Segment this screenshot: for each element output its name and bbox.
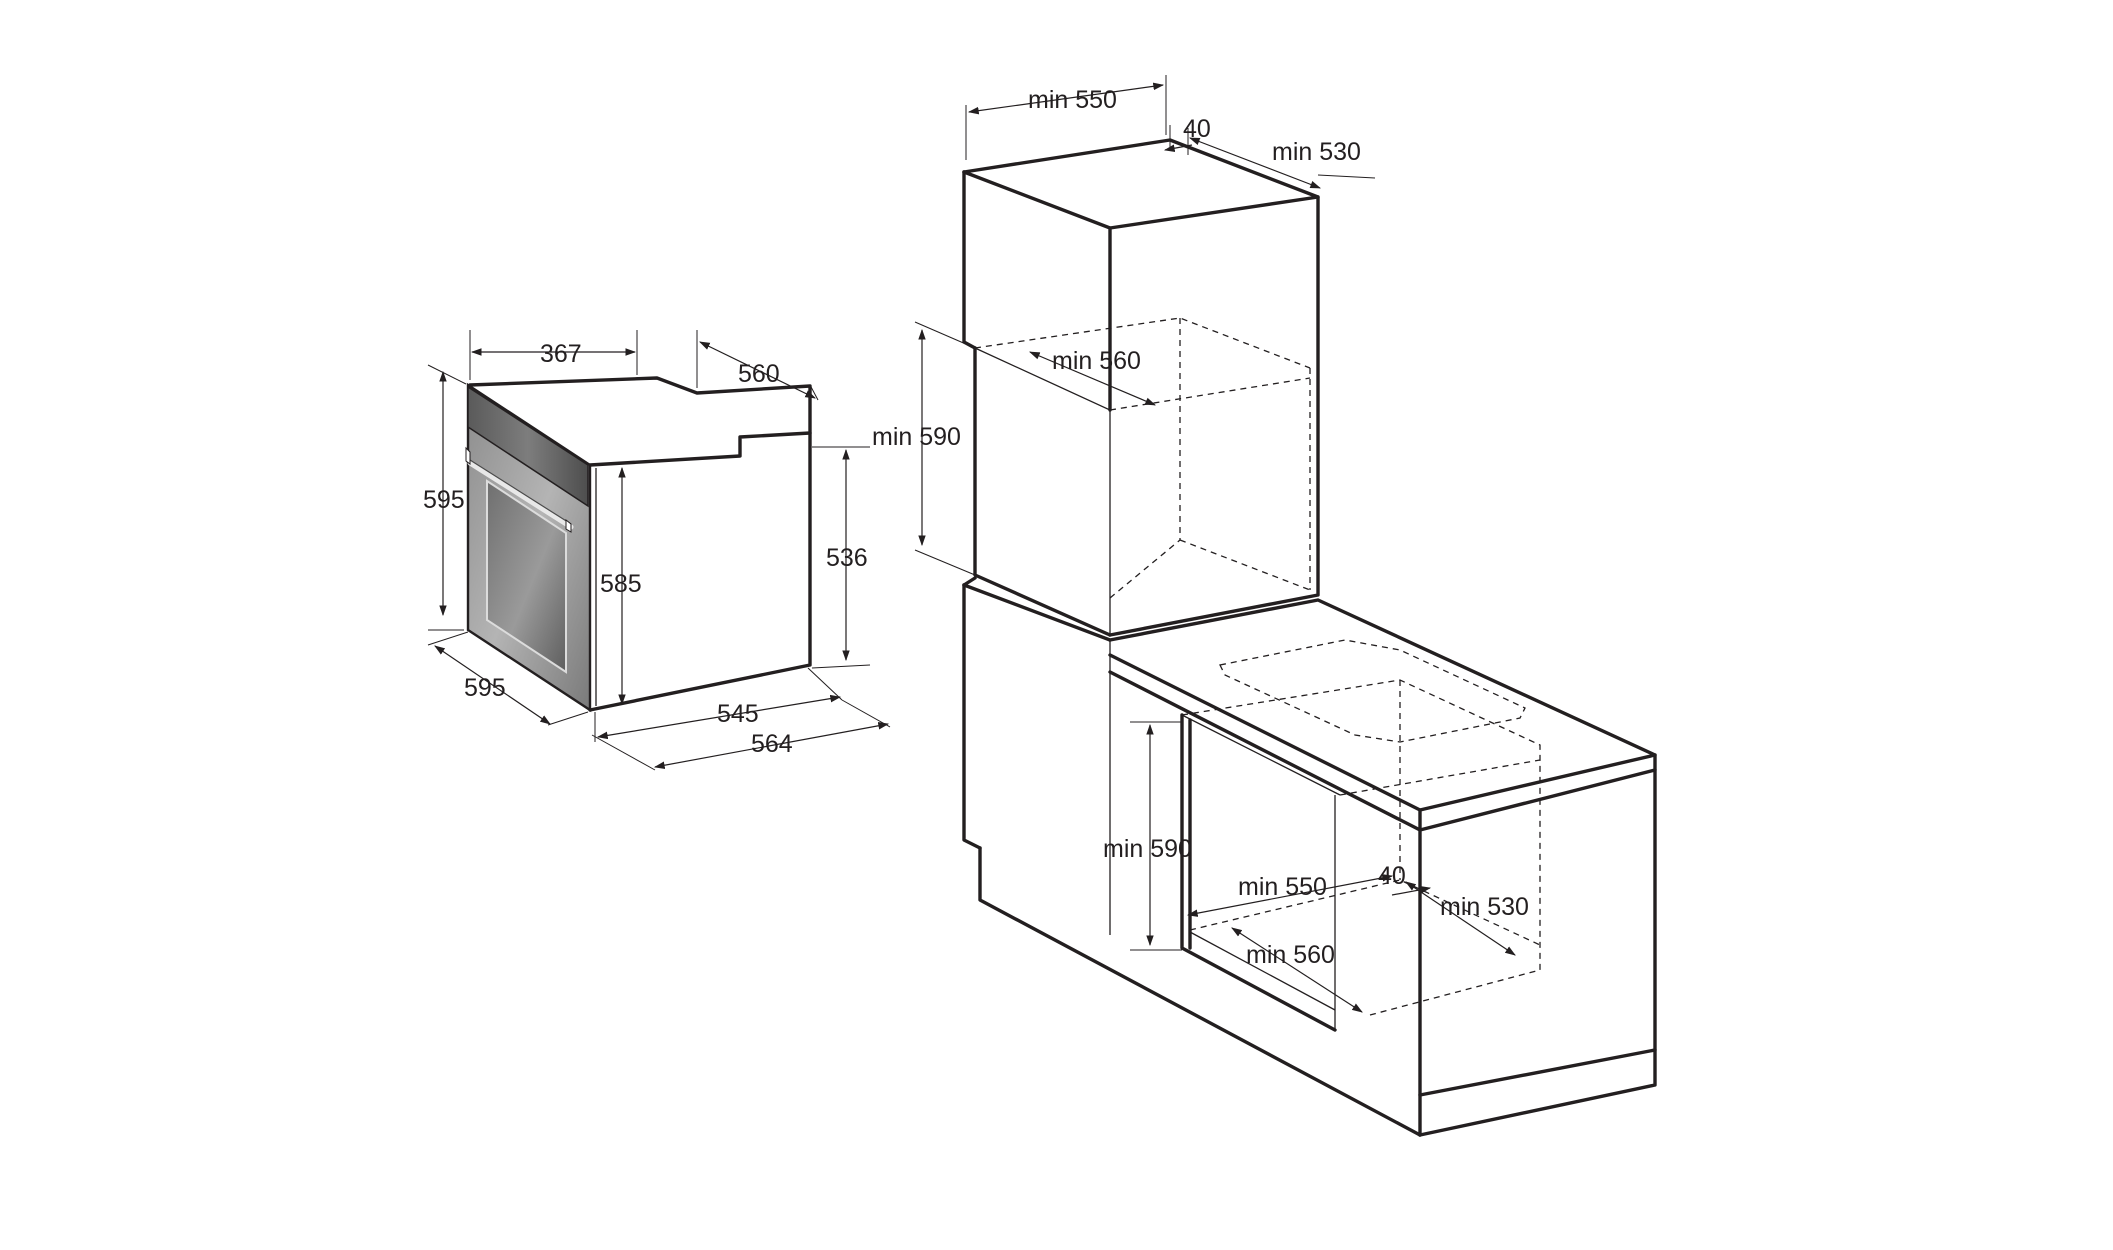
oven-top-depth-label: 560 [738,360,780,388]
oven-height-label: 595 [423,486,465,514]
base-depth-label: min 530 [1440,893,1529,921]
tall-gap-label: 40 [1183,115,1211,143]
base-niche-height-label: min 590 [1103,835,1192,863]
base-width-label: min 550 [1238,873,1327,901]
oven-depth-564-label: 564 [751,730,793,758]
oven-inner-height-label: 585 [600,570,642,598]
tall-depth-label: min 530 [1272,138,1361,166]
base-cabinet [1108,598,1657,1137]
oven-side-height-label: 536 [826,544,868,572]
tall-width-label: min 550 [1028,86,1117,114]
base-inner-depth-label: min 560 [1246,941,1335,969]
base-gap-label: 40 [1378,862,1406,890]
oven-front-width-label: 595 [464,674,506,702]
tall-unit-dimension-lines [914,75,1376,576]
tall-cabinet [962,138,1422,1137]
oven-drawing [465,376,812,713]
oven-dimension-lines [427,330,891,771]
oven-depth-545-label: 545 [717,700,759,728]
base-unit-dimension-lines [1130,721,1516,1013]
tall-niche-height-label: min 590 [872,423,961,451]
tall-inner-depth-label: min 560 [1052,347,1141,375]
oven-top-width-label: 367 [540,340,582,368]
